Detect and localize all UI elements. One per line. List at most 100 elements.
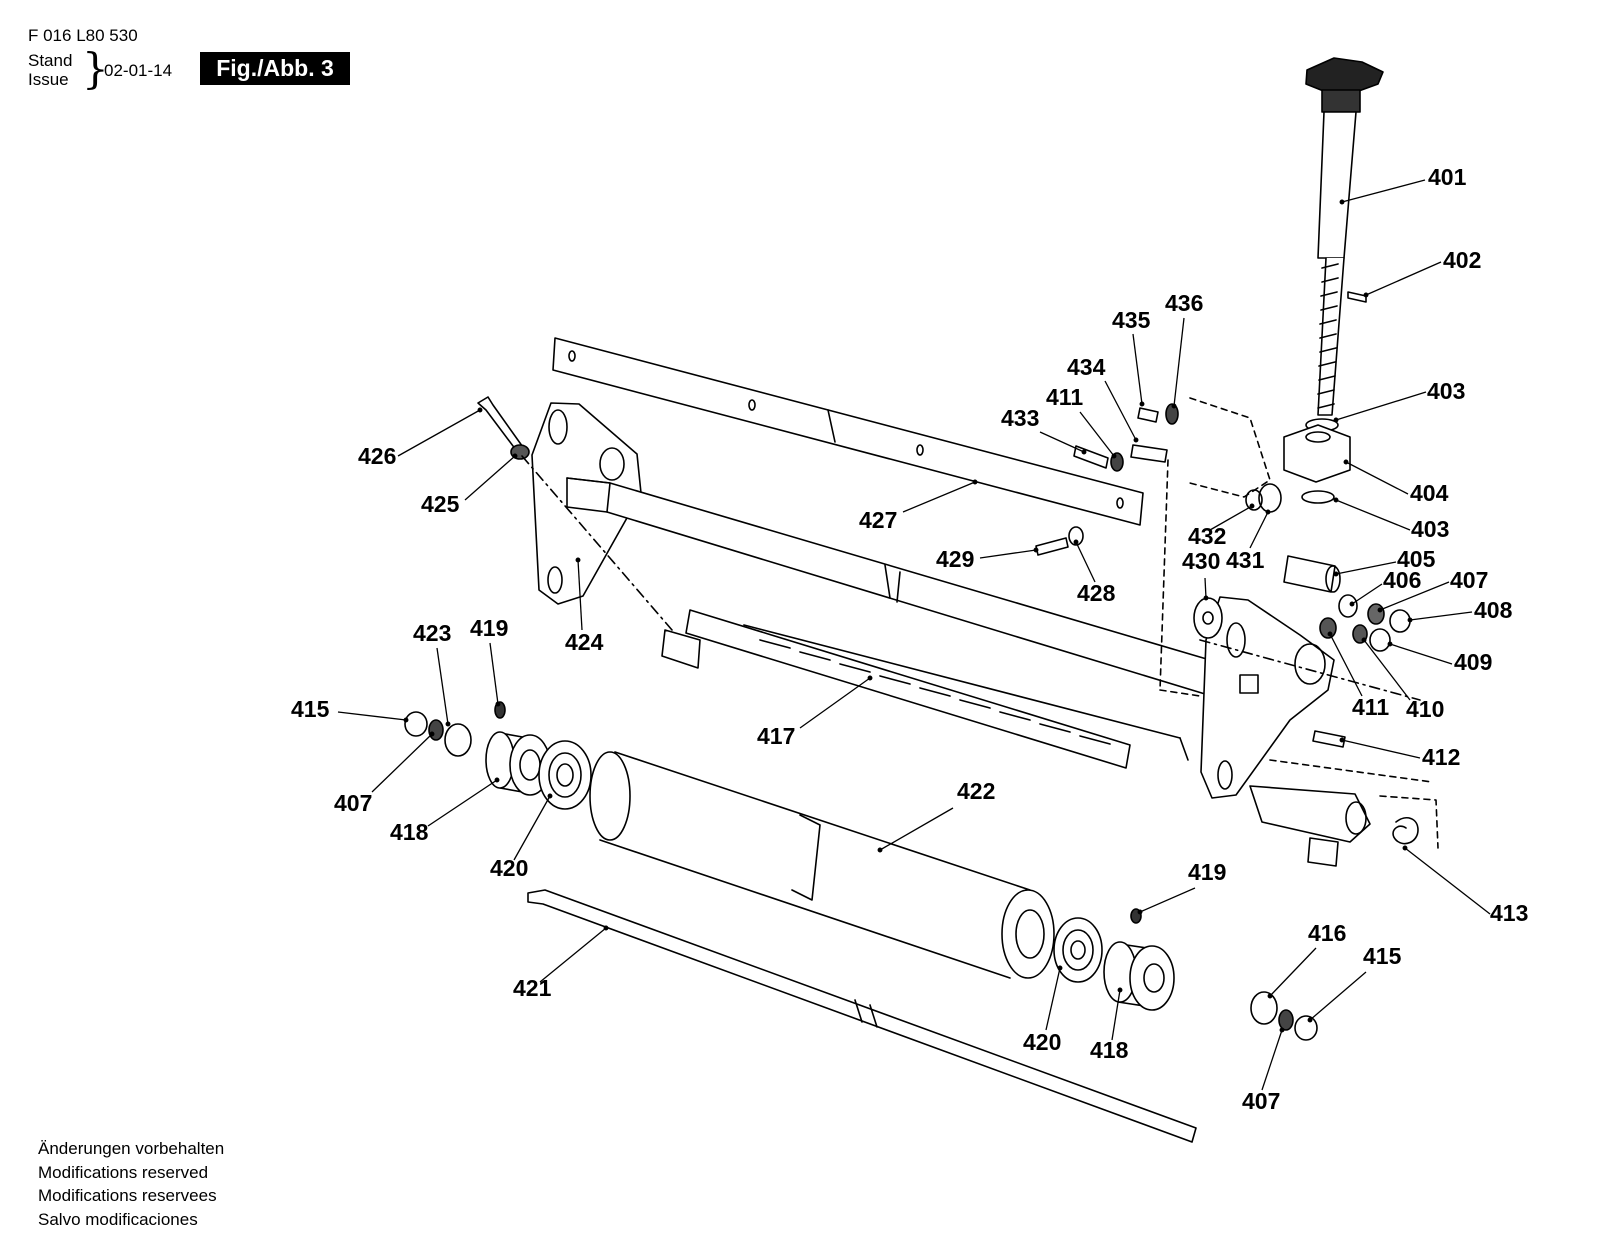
part-callout-427: 427 xyxy=(859,507,897,533)
leader-end-dot xyxy=(1327,631,1333,637)
leader-end-dot xyxy=(1137,909,1143,915)
leader-line xyxy=(1341,179,1426,203)
leader-line xyxy=(1329,633,1363,697)
nut-part xyxy=(1250,991,1278,1025)
ball-bearing-part xyxy=(538,740,592,810)
leader-end-dot xyxy=(403,717,409,723)
part-callout-412: 412 xyxy=(1422,744,1460,770)
leader-line xyxy=(397,409,481,457)
notice-line-es: Salvo modificaciones xyxy=(38,1209,198,1229)
washer-part xyxy=(1165,403,1179,425)
leader-line xyxy=(337,711,407,721)
leader-line xyxy=(1104,380,1137,441)
leader-end-dot xyxy=(1073,539,1079,545)
leader-line xyxy=(1363,639,1411,701)
leader-end-dot xyxy=(1033,547,1039,553)
part-callout-435: 435 xyxy=(1112,307,1151,333)
washer-part xyxy=(1278,1009,1294,1031)
adjusting-spindle-part xyxy=(1305,57,1384,416)
leader-end-dot xyxy=(495,701,501,707)
part-callout-407: 407 xyxy=(1450,567,1488,593)
leader-end-dot xyxy=(1402,845,1408,851)
part-callout-436: 436 xyxy=(1165,290,1203,316)
nut-part xyxy=(404,711,428,737)
part-callout-410: 410 xyxy=(1406,696,1444,722)
leader-end-dot xyxy=(1279,1027,1285,1033)
leader-end-dot xyxy=(477,407,483,413)
leader-line xyxy=(1132,333,1143,405)
leader-end-dot xyxy=(877,847,883,853)
block-nut-part xyxy=(1283,424,1351,483)
leader-line xyxy=(1079,411,1115,457)
notice-line-de: Änderungen vorbehalten xyxy=(38,1139,225,1158)
leader-line xyxy=(1261,1029,1283,1091)
bearing-housing-part xyxy=(1103,908,1175,1011)
washer-part xyxy=(1068,526,1084,546)
leader-end-dot xyxy=(429,731,435,737)
leader-line xyxy=(1351,583,1383,605)
leader-end-dot xyxy=(1343,459,1349,465)
part-callout-403: 403 xyxy=(1427,378,1465,404)
part-callout-420: 420 xyxy=(490,855,528,881)
leader-line xyxy=(1335,561,1397,575)
leader-end-dot xyxy=(1333,571,1339,577)
leader-line xyxy=(1409,611,1473,621)
leader-line xyxy=(577,559,583,631)
leader-line xyxy=(1379,581,1450,611)
leader-line xyxy=(1345,461,1409,495)
leader-end-dot xyxy=(972,479,978,485)
flat-bar-part xyxy=(552,337,1144,526)
leader-line xyxy=(1309,971,1367,1021)
nut-part xyxy=(1369,628,1391,652)
roller-part xyxy=(589,751,1055,979)
leader-end-dot xyxy=(1117,987,1123,993)
leader-end-dot xyxy=(1133,437,1139,443)
ball-bearing-part xyxy=(1053,917,1103,983)
leader-line xyxy=(1335,391,1427,421)
leader-line xyxy=(513,795,551,861)
leader-line xyxy=(371,733,433,793)
stand-label: Stand xyxy=(28,51,73,70)
part-callout-426: 426 xyxy=(358,443,396,469)
leader-end-dot xyxy=(1387,641,1393,647)
leader-line xyxy=(489,642,499,705)
leader-line xyxy=(979,549,1037,559)
part-callout-432: 432 xyxy=(1188,523,1226,549)
leader-end-dot xyxy=(445,721,451,727)
leader-line xyxy=(1039,431,1085,453)
nut-part xyxy=(1389,609,1411,633)
leader-line xyxy=(902,481,976,513)
part-callout-423: 423 xyxy=(413,620,451,646)
part-callout-419: 419 xyxy=(1188,859,1226,885)
part-callout-424: 424 xyxy=(565,629,604,655)
nut-part xyxy=(444,723,472,757)
leader-end-dot xyxy=(1339,737,1345,743)
leader-line xyxy=(1204,577,1207,599)
part-callout-430: 430 xyxy=(1182,548,1220,574)
leader-line xyxy=(1045,967,1061,1031)
leader-line xyxy=(1404,847,1491,915)
part-callout-409: 409 xyxy=(1454,649,1492,675)
part-callout-407: 407 xyxy=(334,790,372,816)
leader-end-dot xyxy=(1407,617,1413,623)
part-callout-429: 429 xyxy=(936,546,974,572)
pin-part xyxy=(1347,291,1367,303)
leader-end-dot xyxy=(575,557,581,563)
leader-line xyxy=(1075,541,1096,583)
leader-end-dot xyxy=(867,675,873,681)
part-callout-407: 407 xyxy=(1242,1088,1280,1114)
part-callout-422: 422 xyxy=(957,778,995,804)
screw-part xyxy=(1137,407,1159,423)
leader-line xyxy=(1389,643,1453,665)
modifications-notice: Änderungen vorbehalten Modifications res… xyxy=(38,1137,224,1231)
grouping-brace: } xyxy=(82,44,109,93)
part-callout-417: 417 xyxy=(757,723,795,749)
nut-part xyxy=(1294,1015,1318,1041)
leader-end-dot xyxy=(1249,503,1255,509)
leader-end-dot xyxy=(603,925,609,931)
deflector-rod-part xyxy=(685,609,1131,769)
leader-line xyxy=(539,927,607,983)
leader-end-dot xyxy=(1349,601,1355,607)
issue-date: 02-01-14 xyxy=(104,61,173,80)
